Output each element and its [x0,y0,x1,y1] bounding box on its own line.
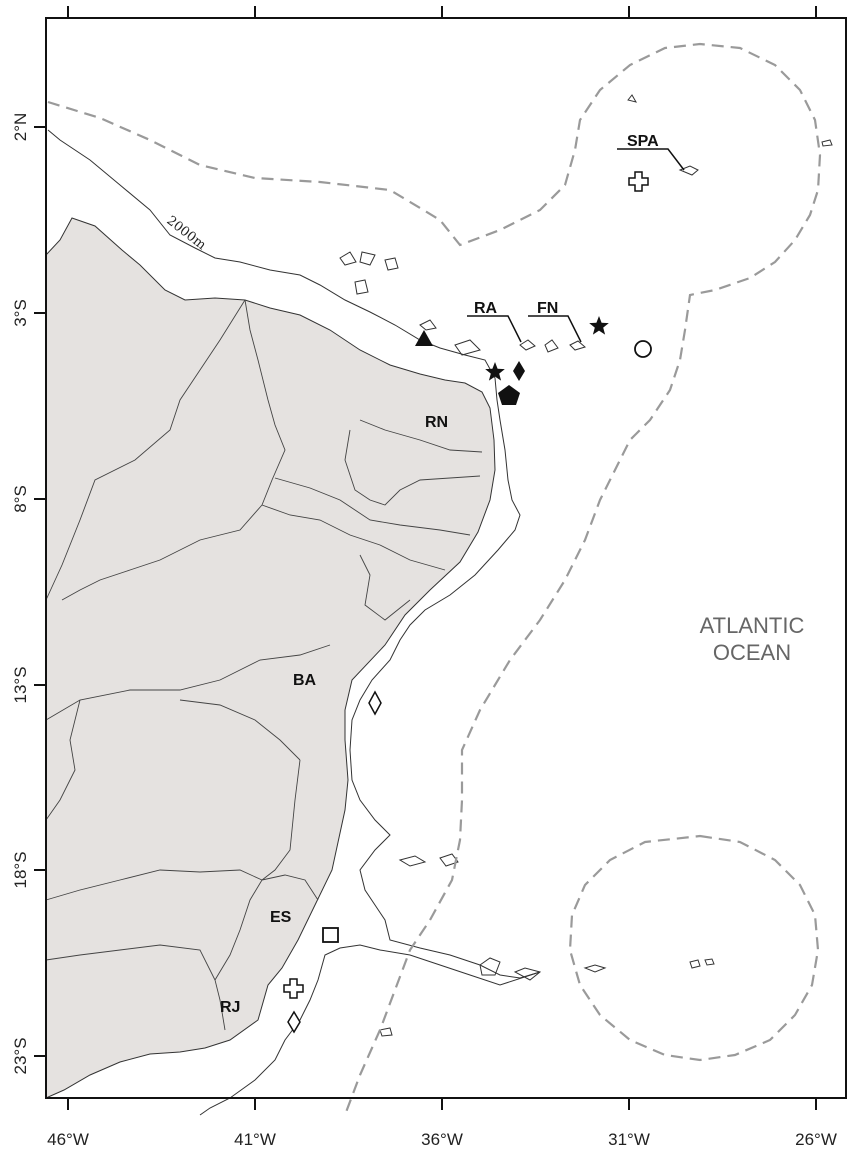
marker-filled-diamond [513,361,525,381]
coastline-isobath [47,94,833,1116]
state-label-es: ES [270,909,292,926]
lat-label-23s: 23°S [11,1037,30,1074]
lon-label-26w: 26°W [795,1130,837,1149]
island-labels: SPA RA FN [467,133,685,343]
lat-label-8s: 8°S [11,485,30,513]
island-label-fn: FN [537,300,558,317]
island-label-ra: RA [474,300,498,317]
marker-hollow-diamond-ba [368,690,382,716]
lon-label-31w: 31°W [608,1130,650,1149]
lat-label-13s: 13°S [11,666,30,703]
marker-hollow-square [322,927,339,943]
state-label-rn: RN [425,414,448,431]
lon-label-41w: 41°W [234,1130,276,1149]
state-label-rj: RJ [220,999,240,1016]
marker-hollow-diamond-rj [287,1010,301,1034]
longitude-labels: 46°W 41°W 36°W 31°W 26°W [47,1130,837,1149]
ocean-label-line1: ATLANTIC [700,613,805,638]
marker-filled-star-coast [485,362,505,381]
lat-label-2n: 2°N [11,113,30,142]
lat-label-18s: 18°S [11,851,30,888]
marker-filled-pentagon [498,385,520,405]
latitude-labels: 2°N 3°S 8°S 13°S 18°S 23°S [11,113,30,1075]
frame-ticks [34,6,817,1110]
marker-hollow-cross-spa [628,171,649,192]
island-label-spa: SPA [627,133,659,150]
land-mass [45,217,496,1099]
sample-markers [283,171,652,1034]
marker-hollow-circle [634,340,652,358]
state-label-ba: BA [293,672,317,689]
map-frame [45,17,847,1099]
marker-hollow-cross-es [283,978,304,999]
state-borders [45,299,483,1031]
ocean-label-line2: OCEAN [713,640,791,665]
lon-label-46w: 46°W [47,1130,89,1149]
lon-label-36w: 36°W [421,1130,463,1149]
eez-boundaries [47,42,822,1116]
lat-label-3s: 3°S [11,299,30,327]
marker-filled-star-east [589,316,609,335]
marker-filled-triangle [415,330,433,346]
